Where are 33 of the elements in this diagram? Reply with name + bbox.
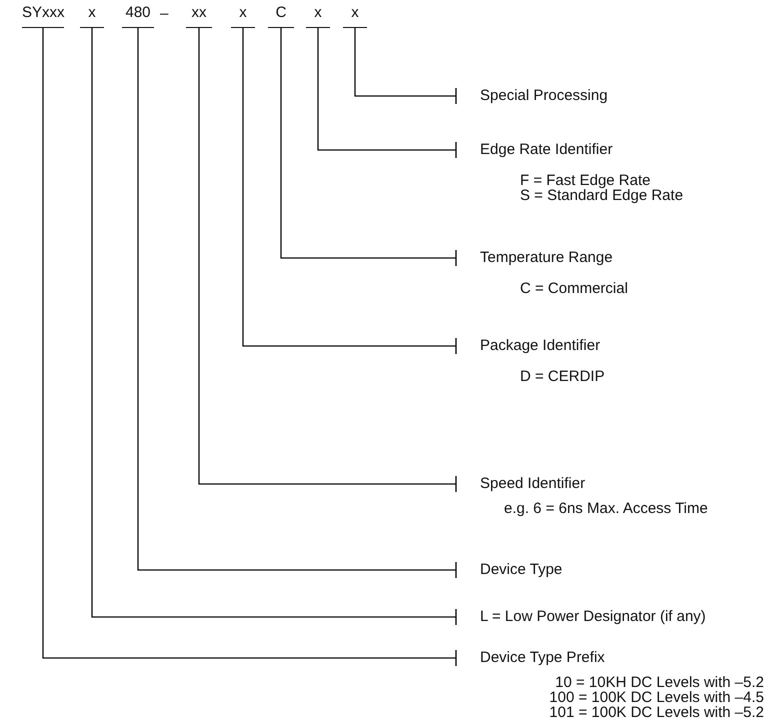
field-heading: Device Type Prefix <box>480 649 606 667</box>
code-segment: xx <box>186 2 212 28</box>
code-segment: x <box>343 2 367 28</box>
field-heading: L = Low Power Designator (if any) <box>480 608 706 626</box>
field-heading: Special Processing <box>480 87 608 105</box>
code-segment: SYxxx <box>22 2 64 28</box>
field-value: S = Standard Edge Rate <box>519 188 684 203</box>
code-segment: x <box>306 2 330 28</box>
field-value: F = Fast Edge Rate <box>519 173 652 188</box>
field-heading: Edge Rate Identifier <box>480 141 614 159</box>
field-value: C = Commercial <box>519 281 628 296</box>
code-segment: C <box>268 2 294 28</box>
leader-line <box>317 28 457 159</box>
field-value: 100 = 100K DC Levels with –4.5 <box>548 690 765 705</box>
field-heading: Device Type <box>480 561 562 579</box>
leader-line <box>91 28 457 626</box>
leader-line <box>42 28 457 667</box>
separator-dash: – <box>160 4 168 24</box>
field-heading: Package Identifier <box>480 337 602 355</box>
field-value: D = CERDIP <box>519 369 605 384</box>
leader-line <box>198 28 457 493</box>
code-segment: x <box>231 2 255 28</box>
code-segment: 480 <box>122 2 154 28</box>
leader-line <box>354 28 457 105</box>
field-heading: Speed Identifier <box>480 475 586 493</box>
field-value: e.g. 6 = 6ns Max. Access Time <box>503 501 708 516</box>
field-value: 10 = 10KH DC Levels with –5.2 <box>554 675 765 690</box>
leader-line <box>137 28 457 579</box>
field-value: 101 = 100K DC Levels with –5.2 <box>548 705 765 720</box>
field-heading: Temperature Range <box>480 249 614 267</box>
leader-line <box>242 28 457 355</box>
code-segment: x <box>80 2 104 28</box>
leader-line <box>280 28 457 267</box>
